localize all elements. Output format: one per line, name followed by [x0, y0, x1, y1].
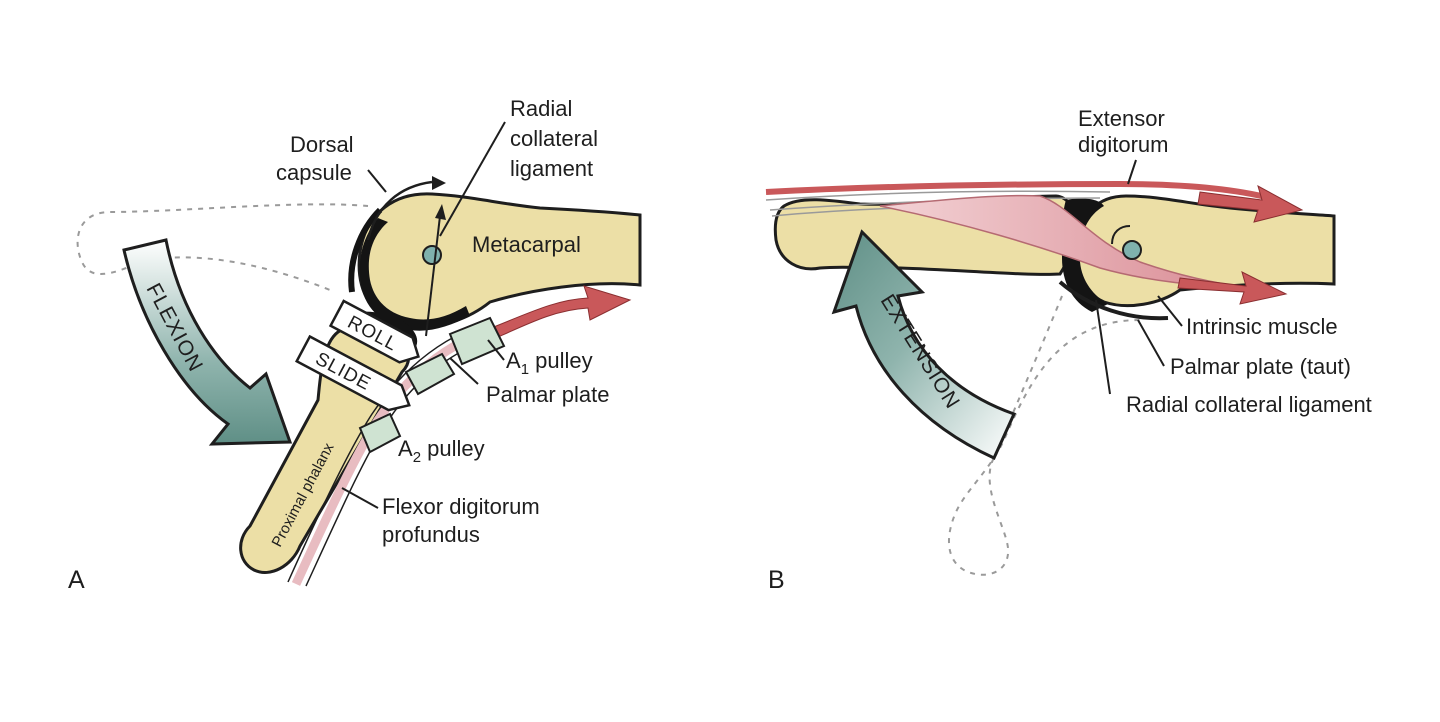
a1-pulley-label: A1 pulley	[506, 348, 593, 378]
intrinsic-pull-arrow	[1177, 271, 1288, 305]
a1-pulley	[448, 316, 506, 366]
panel-a: FLEXION ROLL SLIDE Proximal phalanx Radi…	[68, 96, 642, 594]
dorsal-rotation-arrow	[366, 180, 433, 241]
intrinsic-muscle-leader	[1157, 295, 1183, 327]
panel-b-letter: B	[768, 566, 785, 594]
radial-collateral-ligament-leader	[439, 121, 506, 237]
tendon-pull-arrow	[469, 285, 632, 347]
metacarpal-label: Metacarpal	[472, 232, 581, 257]
flexor-tendon-edge-2	[287, 331, 465, 583]
extensor-digitorum-leader	[1127, 159, 1137, 185]
axis-arrowhead	[435, 204, 446, 220]
radial-collateral-ligament-b-leader	[1095, 299, 1111, 395]
palmar-plate-leader	[449, 357, 479, 385]
palmar-plate-taut	[1058, 280, 1169, 321]
flexor-digitorum-profundus-label: Flexor digitorum profundus	[382, 494, 546, 547]
panel-b: EXTENSION Extensor digitorum Intrinsic m…	[765, 106, 1372, 594]
axis-arrow	[425, 215, 441, 337]
extension-arrow	[831, 229, 1017, 460]
a2-pulley	[358, 412, 402, 454]
palmar-plate-label: Palmar plate	[486, 382, 610, 407]
axis-of-rotation-b	[1122, 240, 1142, 260]
axis-rotation-arc-b	[1111, 225, 1131, 245]
extensor-tendon	[765, 180, 1271, 201]
panel-a-letter: A	[68, 566, 85, 594]
intrinsic-muscle-label: Intrinsic muscle	[1186, 314, 1338, 339]
radial-collateral-ligament-b-label: Radial collateral ligament	[1126, 392, 1372, 417]
a2-pulley-label: A2 pulley	[398, 436, 485, 466]
dorsal-rotation-arrowhead	[432, 176, 446, 190]
extensor-digitorum-label: Extensor digitorum	[1078, 106, 1171, 157]
extensor-pull-arrow	[1197, 184, 1304, 223]
flexor-digitorum-profundus-leader	[341, 487, 379, 509]
palmar-plate	[404, 352, 456, 396]
flexion-arrow	[122, 238, 293, 446]
extended-finger-outline	[76, 203, 369, 291]
metacarpal-bone	[357, 192, 642, 329]
palmar-plate-taut-label: Palmar plate (taut)	[1170, 354, 1351, 379]
radial-collateral-ligament-label: Radial collateral ligament	[510, 96, 604, 181]
flexed-finger-outline	[947, 295, 1141, 576]
dorsal-capsule-label: Dorsal capsule	[276, 132, 360, 185]
dorsal-capsule	[348, 207, 383, 293]
palmar-plate-taut-leader	[1137, 319, 1165, 367]
axis-of-rotation	[422, 245, 442, 265]
a1-pulley-leader	[487, 339, 505, 361]
dorsal-capsule-leader	[367, 169, 387, 193]
